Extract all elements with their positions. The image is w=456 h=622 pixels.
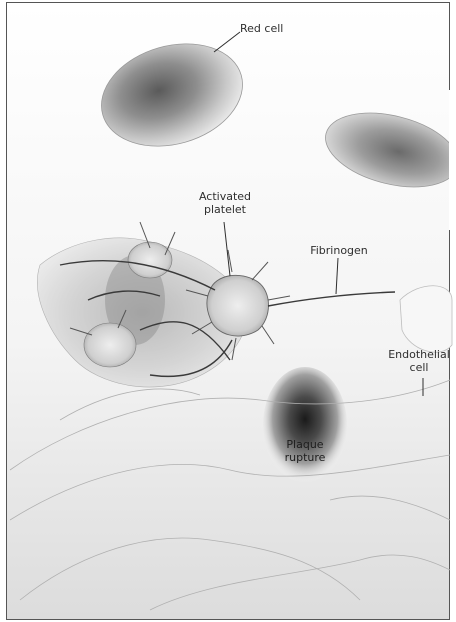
activated-platelet-label: Activated platelet [180,190,270,216]
red-cell-label: Red cell [240,22,304,35]
fibrinogen-label: Fibrinogen [296,244,382,257]
plaque-rupture-region [263,367,347,483]
platelet-shape [84,323,136,367]
endothelial-cell-label: Endothelial cell [382,348,456,374]
activated-platelet-shape [207,275,269,336]
plaque-rupture-label: Plaque rupture [272,438,338,464]
